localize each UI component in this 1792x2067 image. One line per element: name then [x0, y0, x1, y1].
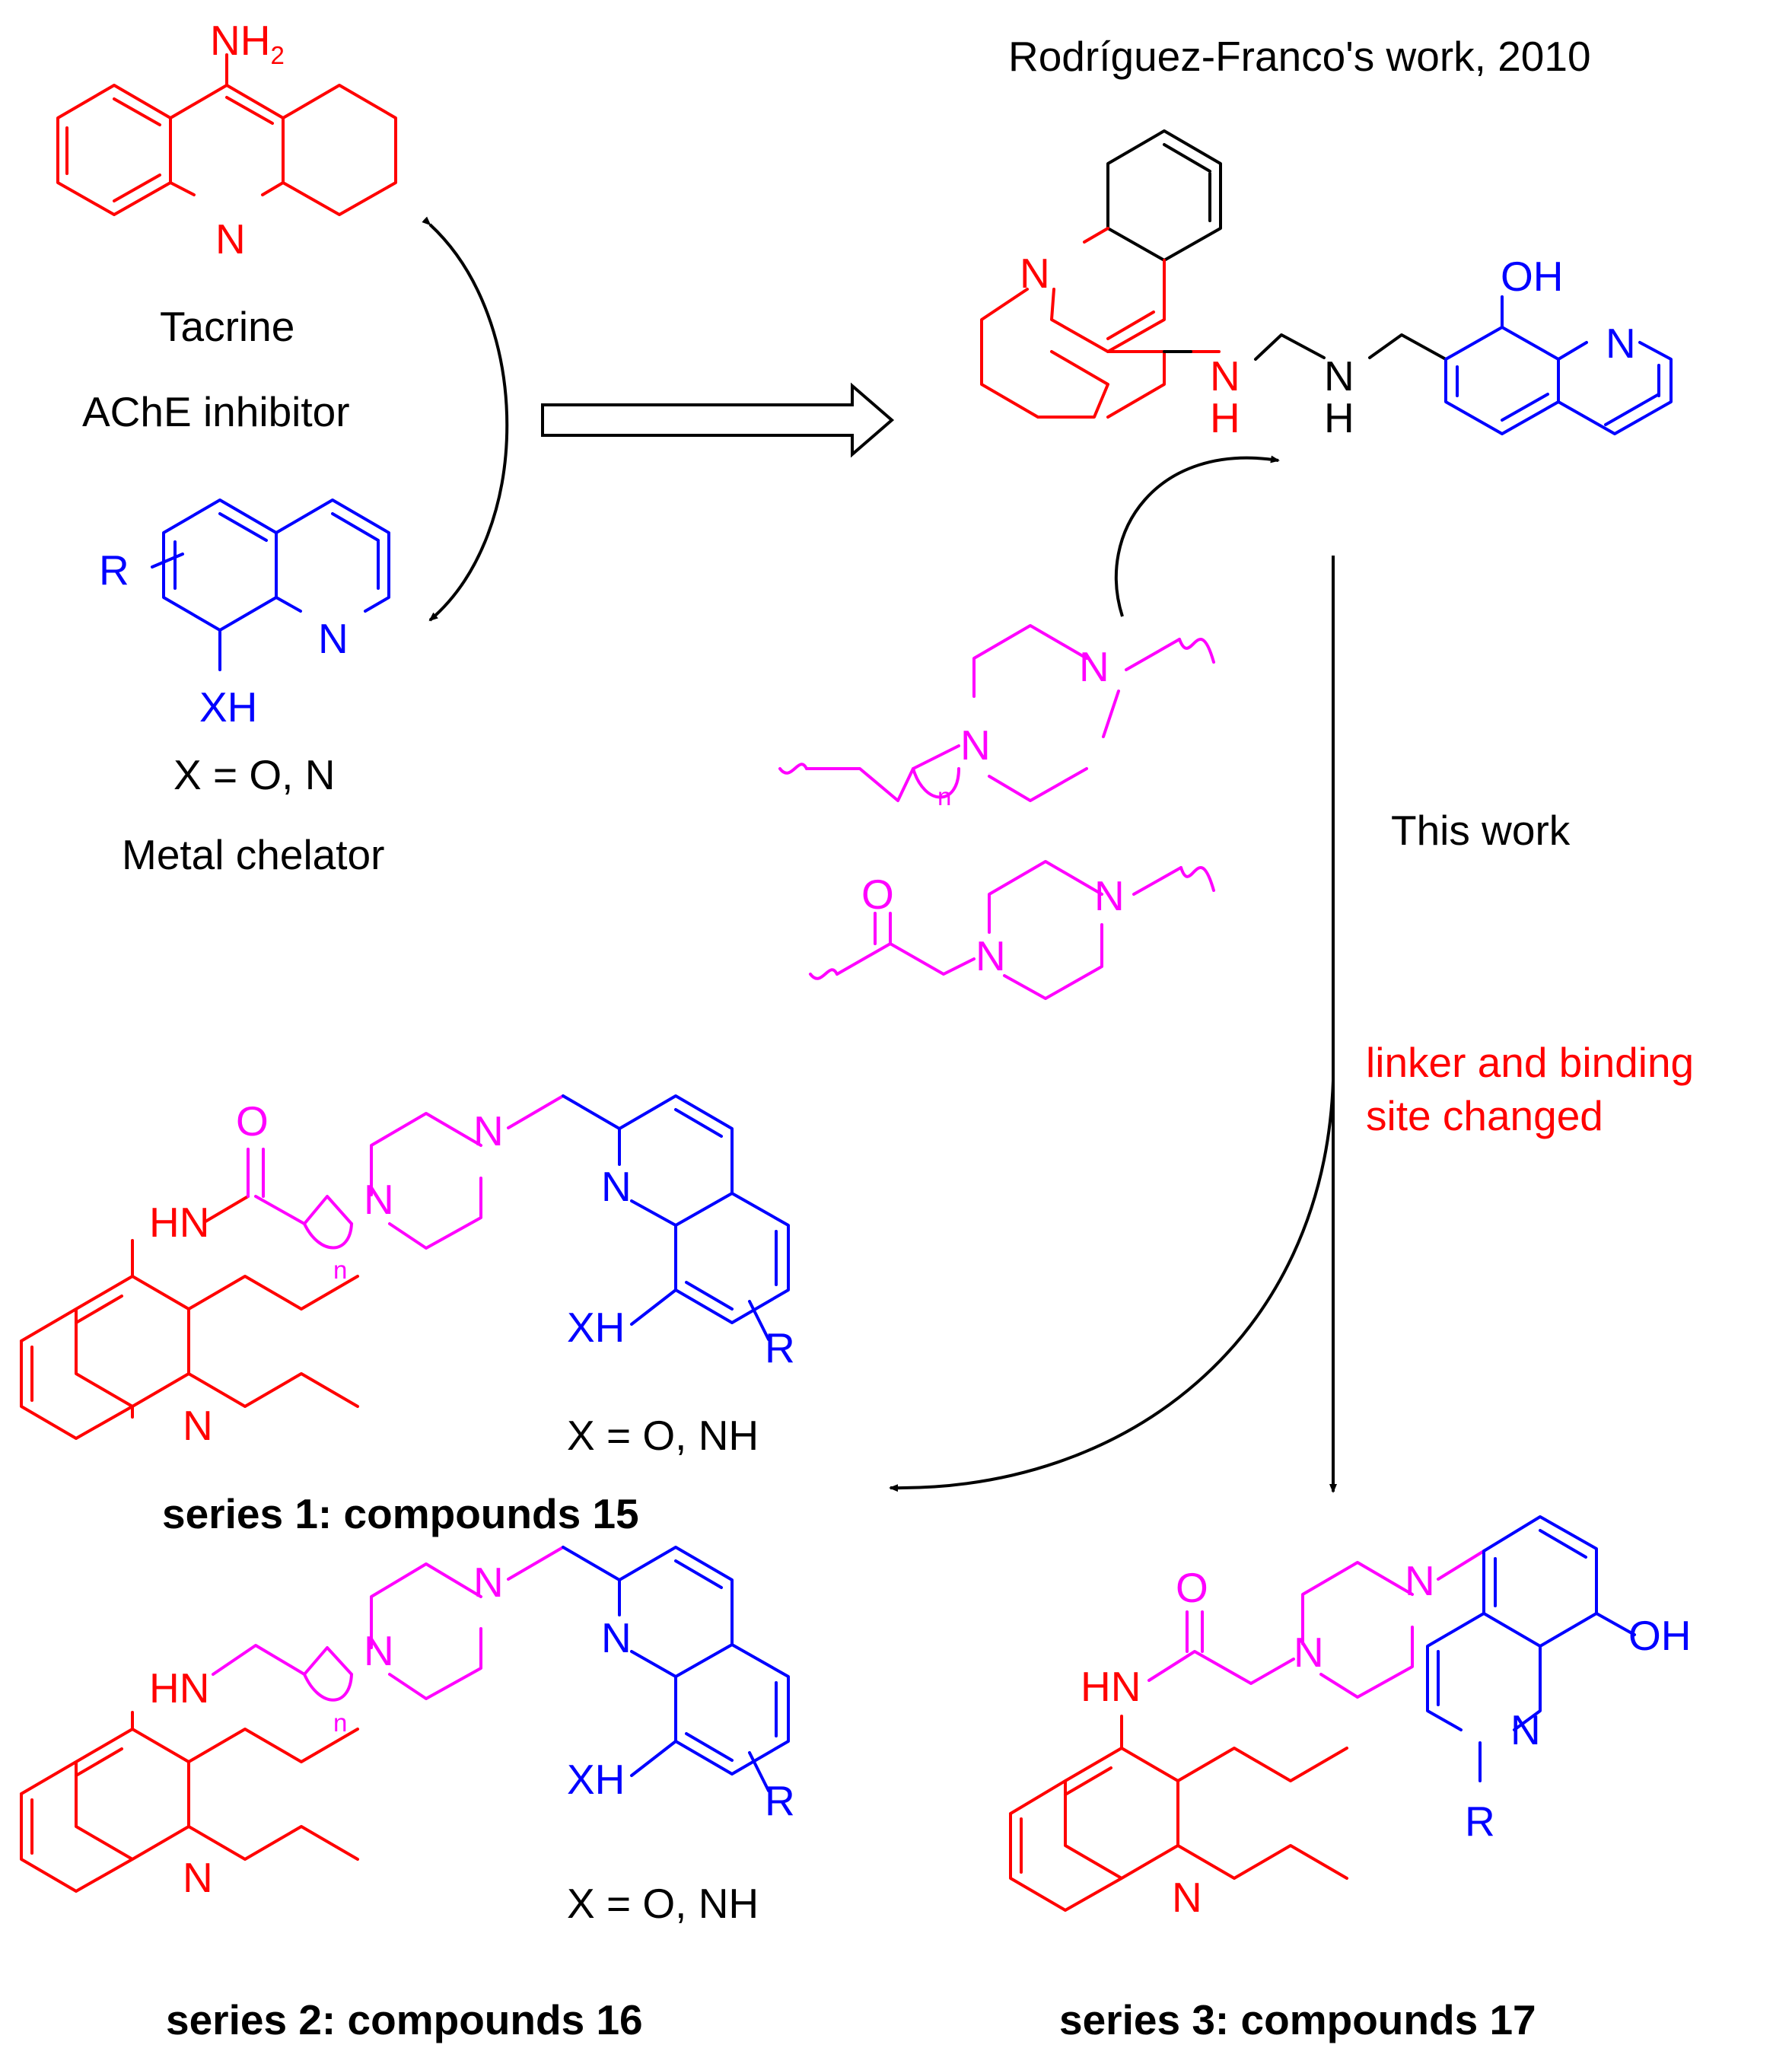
- amine2-n-label: N: [1324, 352, 1354, 400]
- series2-structure: HN N N N n N XH R: [20, 1546, 795, 1901]
- repeat-n-label: n: [937, 782, 951, 811]
- ache-inhibitor-label: AChE inhibitor: [82, 388, 350, 435]
- acridine-n-label: N: [1020, 250, 1050, 297]
- s1-ring-n-label: N: [183, 1402, 213, 1449]
- change-label-line1: linker and binding: [1366, 1039, 1694, 1086]
- series1-structure: HN N O N N n N XH R: [20, 1094, 795, 1449]
- s3-quinoline-n-label: N: [1510, 1706, 1541, 1753]
- prior-hybrid-structure: N N H N H OH N: [980, 129, 1673, 441]
- tacrine-label: Tacrine: [160, 303, 294, 350]
- s1-piperazine-n2-label: N: [473, 1107, 504, 1155]
- nh2-label: NH2: [210, 17, 285, 69]
- s3-r-label: R: [1465, 1798, 1495, 1845]
- curve-to-series1-arrow: [889, 1080, 1335, 1492]
- s2-xh-label: XH: [567, 1756, 625, 1803]
- r-label: R: [99, 546, 129, 594]
- s1-repeat-n-label: n: [333, 1256, 347, 1284]
- s2-ring-n-label: N: [183, 1854, 213, 1901]
- n-label: N: [318, 615, 349, 662]
- s1-hn-label: HN: [149, 1199, 209, 1246]
- piperazine-n2-label: N: [960, 721, 991, 769]
- double-arrow: [422, 216, 509, 622]
- s1-xh-label: XH: [567, 1304, 625, 1351]
- metal-chelator-label: Metal chelator: [122, 831, 384, 878]
- s2-quinoline-n-label: N: [601, 1614, 632, 1661]
- s3-oh-label: OH: [1628, 1612, 1692, 1659]
- s1-quinoline-n-label: N: [601, 1163, 632, 1210]
- oh-label: OH: [1501, 253, 1564, 300]
- amine2-h-label: H: [1324, 394, 1354, 441]
- quinoline-n-label: N: [1606, 320, 1636, 367]
- hybridization-arrow: [541, 382, 895, 458]
- tacrine-structure: NH2 N: [56, 17, 397, 263]
- carbonyl-o-label: O: [861, 871, 894, 918]
- piperazine-n-label: N: [1079, 643, 1109, 690]
- s1-carbonyl-o-label: O: [236, 1097, 269, 1145]
- series3-structure: HN N O N N OH N R: [1009, 1515, 1692, 1921]
- amine-n-label: N: [1210, 352, 1240, 400]
- s3-piperazine-n-label: N: [1294, 1629, 1324, 1676]
- piperazine-n3-label: N: [1094, 872, 1125, 919]
- linker-arrow: [1114, 455, 1280, 617]
- xh-label: XH: [199, 683, 257, 731]
- s2-hn-label: HN: [149, 1664, 209, 1712]
- s3-carbonyl-o-label: O: [1176, 1564, 1208, 1611]
- piperazine-n4-label: N: [976, 932, 1006, 979]
- piperazine-linker-1: N N n: [778, 624, 1215, 811]
- ring-n-label: N: [215, 215, 246, 263]
- change-label-line2: site changed: [1366, 1092, 1603, 1139]
- series1-label: series 1: compounds 15: [162, 1490, 639, 1537]
- x-definition: X = O, N: [173, 751, 335, 798]
- series3-label: series 3: compounds 17: [1059, 1996, 1536, 2043]
- s1-piperazine-n-label: N: [364, 1176, 394, 1223]
- prior-work-label: Rodríguez-Franco's work, 2010: [1008, 33, 1591, 80]
- piperazine-linker-2: O N N: [809, 860, 1215, 1000]
- s3-piperazine-n2-label: N: [1405, 1557, 1435, 1604]
- s2-piperazine-n2-label: N: [473, 1559, 504, 1606]
- s3-hn-label: HN: [1081, 1663, 1141, 1710]
- s2-piperazine-n-label: N: [364, 1627, 394, 1674]
- s3-ring-n-label: N: [1172, 1874, 1202, 1921]
- s2-repeat-n-label: n: [333, 1709, 347, 1737]
- s1-x-definition: X = O, NH: [567, 1412, 759, 1459]
- amine-h-label: H: [1210, 394, 1240, 441]
- s2-x-definition: X = O, NH: [567, 1880, 759, 1927]
- s1-r-label: R: [765, 1324, 795, 1371]
- this-work-label: This work: [1391, 807, 1571, 854]
- s2-r-label: R: [765, 1777, 795, 1824]
- quinoline-chelator-structure: R N XH: [99, 498, 390, 731]
- series2-label: series 2: compounds 16: [166, 1996, 643, 2043]
